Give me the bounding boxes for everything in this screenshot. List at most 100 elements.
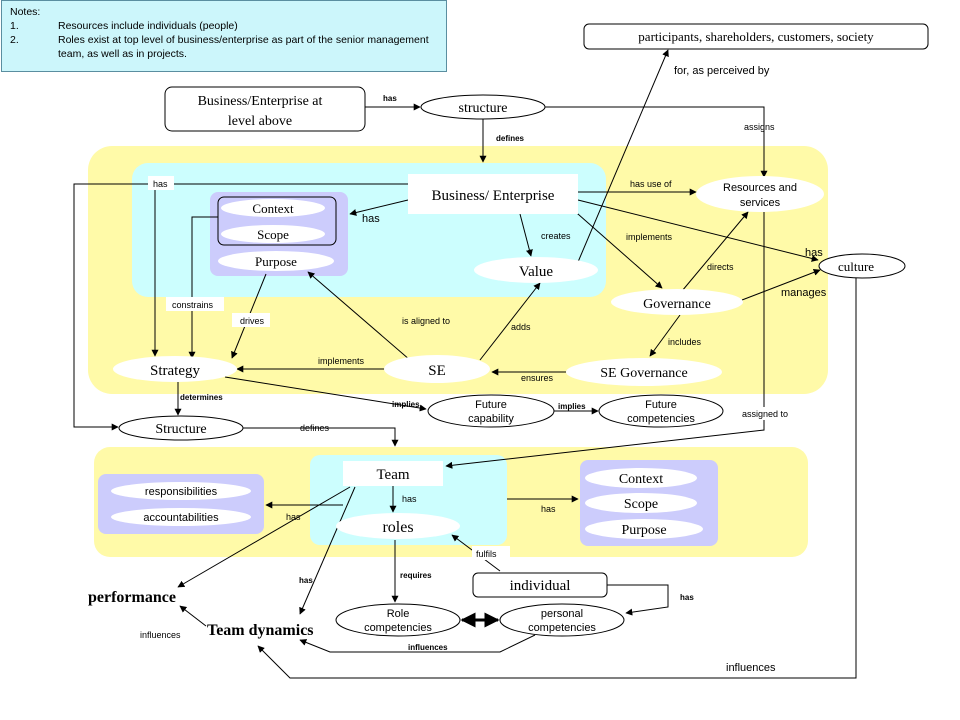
label-constrains: constrains (172, 300, 214, 310)
future-competencies-text-2: competencies (627, 413, 695, 425)
edge-enterprise-has-context (349, 199, 409, 216)
se-governance-text: SE Governance (600, 366, 687, 381)
se-text: SE (428, 363, 446, 379)
label-for-as-perceived-by: for, as perceived by (674, 65, 770, 77)
context-text: Context (252, 201, 294, 216)
label-assigns: assigns (744, 122, 775, 132)
roles-text: roles (382, 519, 413, 536)
scope-node (221, 225, 325, 243)
label-assigned-to: assigned to (742, 409, 788, 419)
role-competencies-text-1: Role (387, 608, 410, 620)
team-scope-text: Scope (624, 497, 658, 512)
participants-box (583, 23, 929, 50)
context-node (221, 199, 325, 217)
culture-node (818, 253, 906, 279)
label-has-dyn: has (299, 576, 313, 585)
label-directs: directs (707, 262, 734, 272)
future-capability-text-2: capability (468, 413, 514, 425)
label-adds: adds (511, 322, 531, 332)
structure-top-node (420, 94, 546, 120)
edge-team-to-performance (177, 486, 351, 588)
label-has-context2: has (541, 504, 556, 514)
label-ensures: ensures (521, 373, 554, 383)
team-text: Team (376, 467, 409, 483)
label-bg-drives (232, 313, 270, 327)
future-competencies-text-1: Future (645, 399, 677, 411)
edge-governance-directs-resources (681, 211, 749, 292)
notes-box: Notes: 1. Resources include individuals … (1, 0, 447, 72)
structure-text: Structure (155, 422, 206, 437)
personal-competencies-text-1: personal (541, 608, 583, 620)
personal-competencies-node (499, 603, 625, 637)
future-capability-node (427, 394, 555, 428)
note-2-number: 2. (10, 34, 19, 46)
accountabilities-text: accountabilities (143, 512, 219, 524)
role-competencies-node (335, 603, 461, 637)
governance-node (611, 289, 743, 315)
personal-competencies-text-2: competencies (528, 622, 596, 634)
label-drives: drives (240, 316, 265, 326)
team-box (343, 461, 443, 486)
label-influences-perf: influences (140, 630, 181, 640)
label-has-left: has (153, 179, 168, 189)
participants-text: participants, shareholders, customers, s… (638, 29, 874, 44)
edge-enterprise-creates-value (519, 213, 533, 257)
strategy-text: Strategy (150, 363, 200, 379)
team-context-node (585, 468, 697, 488)
responsibilities-node (111, 482, 251, 500)
team-purpose-text: Purpose (621, 523, 666, 538)
label-has-use-of: has use of (630, 179, 672, 189)
edge-governance-includes-se-governance (649, 314, 681, 357)
edge-team-has-dynamics (299, 486, 356, 615)
label-bg-assigned-to (738, 407, 796, 420)
label-bg-fulfils (472, 546, 510, 560)
label-implies-2: implies (558, 402, 586, 411)
value-text: Value (519, 264, 553, 280)
note-2: 2. Roles exist at top level of business/… (10, 33, 438, 61)
future-capability-text-1: Future (475, 399, 507, 411)
label-has-roles: has (402, 494, 417, 504)
label-manages: manages (781, 287, 827, 299)
team-context-text: Context (619, 472, 663, 487)
resources-node (696, 176, 824, 212)
edge-structure-defines-team (242, 427, 399, 447)
future-competencies-node (598, 394, 724, 428)
note-1-text: Resources include individuals (people) (58, 20, 238, 32)
context-scope-outline (217, 196, 337, 246)
roles-node (336, 513, 460, 539)
edge-se-aligned-to-purpose (307, 271, 411, 361)
purpose-node (218, 251, 334, 271)
label-bg-has-left (148, 176, 174, 190)
individual-box (472, 572, 608, 598)
business-enterprise-text: Business/ Enterprise (432, 188, 555, 204)
team-dynamics-text: Team dynamics (207, 622, 314, 639)
edge-governance-manages-culture (741, 268, 821, 301)
role-competencies-text-2: competencies (364, 622, 432, 634)
label-has-top: has (383, 94, 397, 103)
se-governance-node (566, 358, 722, 386)
edge-competencies-influence-dynamics (299, 634, 536, 653)
resources-text-2: services (740, 197, 781, 209)
label-requires: requires (400, 571, 432, 580)
structure-node (118, 415, 244, 441)
label-influences-culture: influences (726, 662, 776, 674)
edge-dynamics-influences-performance (179, 605, 207, 627)
notes-title: Notes: (10, 6, 41, 18)
strategy-node (113, 356, 237, 382)
responsibilities-text: responsibilities (145, 486, 218, 498)
label-bg-constrains (166, 297, 224, 311)
purpose-text: Purpose (255, 254, 297, 269)
label-includes: includes (668, 337, 702, 347)
label-is-aligned-to: is aligned to (402, 316, 450, 326)
label-influences-dyn: influences (408, 643, 448, 652)
note-1-number: 1. (10, 20, 19, 32)
business-above-box (164, 86, 366, 132)
business-above-text-2: level above (228, 114, 292, 129)
label-defines-top: defines (496, 134, 525, 143)
team-purpose-node (585, 519, 703, 539)
edge-individual-has-personal-competencies (607, 584, 669, 616)
label-has-context: has (362, 213, 380, 225)
edge-structure-assigns-resources (545, 106, 768, 178)
label-has-resp: has (286, 512, 301, 522)
